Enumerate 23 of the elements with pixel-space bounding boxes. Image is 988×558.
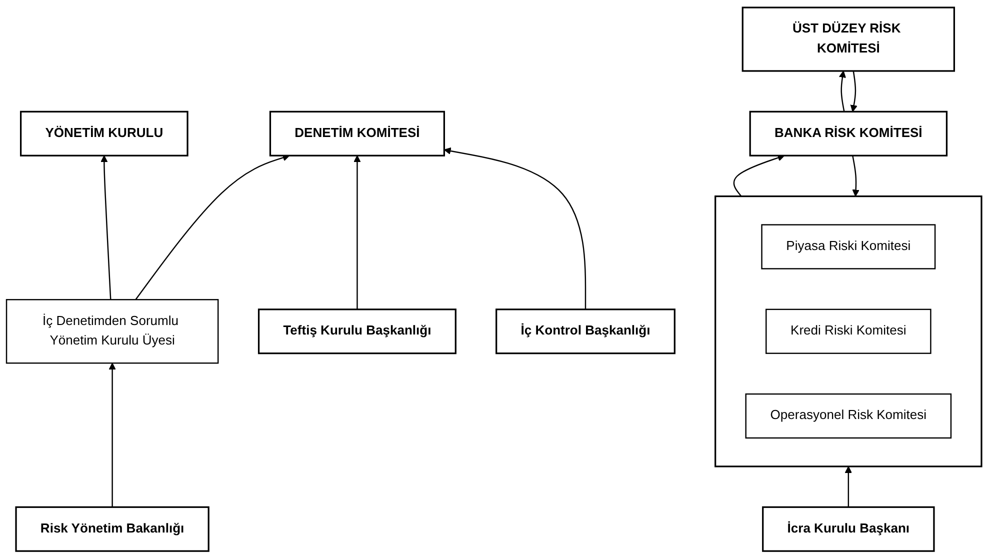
node-box: Operasyonel Risk Komitesi xyxy=(745,393,952,438)
cluster xyxy=(714,195,982,467)
arrow xyxy=(850,70,858,112)
node-box: Risk Yönetim Bakanlığı xyxy=(15,506,210,552)
arrow xyxy=(838,70,846,112)
node-box: YÖNETİM KURULU xyxy=(20,110,188,156)
arrow xyxy=(100,154,112,300)
node-box: Kredi Riski Komitesi xyxy=(766,308,932,354)
node-box: İcra Kurulu Başkanı xyxy=(762,506,935,552)
node-box: Teftiş Kurulu Başkanlığı xyxy=(258,308,456,354)
arrow xyxy=(733,154,785,196)
node-box: ÜST DÜZEY RİSK KOMİTESİ xyxy=(742,6,955,72)
node-box: İç Denetimden Sorumlu Yönetim Kurulu Üyesi xyxy=(6,298,219,364)
arrow xyxy=(444,147,586,310)
node-box: DENETİM KOMİTESİ xyxy=(269,110,445,156)
arrow xyxy=(844,466,852,507)
arrow xyxy=(852,155,860,196)
node-box: BANKA RİSK KOMİTESİ xyxy=(749,110,948,156)
arrow xyxy=(108,362,116,507)
node-box: İç Kontrol Başkanlığı xyxy=(496,308,676,354)
arrow xyxy=(354,154,361,310)
node-box: Piyasa Riski Komitesi xyxy=(761,224,936,270)
arrow xyxy=(135,154,290,300)
